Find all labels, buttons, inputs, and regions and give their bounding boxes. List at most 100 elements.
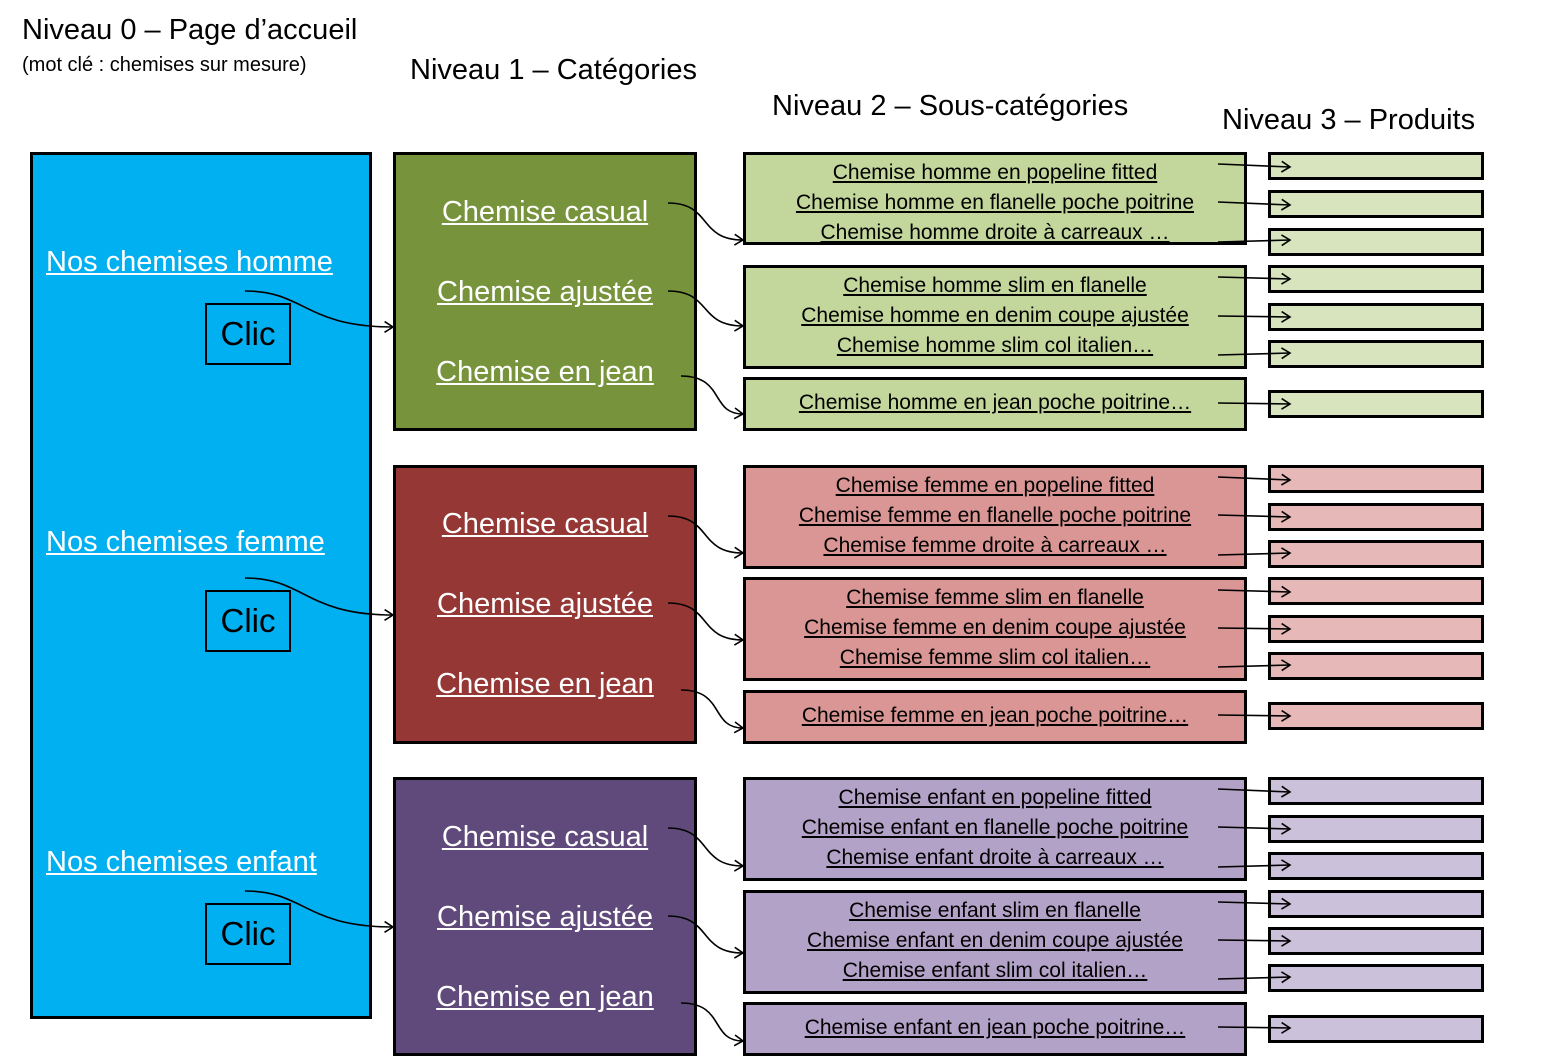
arrowhead xyxy=(1281,1021,1292,1034)
product-box-homme[interactable] xyxy=(1268,265,1484,293)
clic-box-femme: Clic xyxy=(205,590,291,652)
subcategory-link[interactable]: Chemise enfant slim col italien… xyxy=(842,959,1148,982)
arrowhead xyxy=(1281,510,1292,523)
arrow-subcategory-to-product xyxy=(1217,976,1291,980)
subcategory-link[interactable]: Chemise femme slim en flanelle xyxy=(846,586,1144,609)
subcategory-link[interactable]: Chemise femme en popeline fitted xyxy=(835,474,1155,497)
product-box-femme[interactable] xyxy=(1268,615,1484,643)
category-block-enfant xyxy=(393,777,697,1056)
subcategory-link[interactable]: Chemise homme slim en flanelle xyxy=(843,274,1147,297)
arrowhead xyxy=(1281,272,1292,285)
level2-title: Niveau 2 – Sous-catégories xyxy=(772,90,1129,122)
arrowhead xyxy=(733,946,745,959)
arrow-category-to-subcategory xyxy=(667,202,744,241)
arrowhead xyxy=(1281,859,1292,872)
home-link-femme[interactable]: Nos chemises femme xyxy=(46,526,325,558)
arrowhead xyxy=(1281,397,1292,410)
arrowhead xyxy=(1281,622,1292,635)
product-box-enfant[interactable] xyxy=(1268,927,1484,955)
subcategory-link[interactable]: Chemise homme en denim coupe ajustée xyxy=(801,304,1189,327)
category-link-homme-casual[interactable]: Chemise casual xyxy=(441,196,649,228)
arrow-subcategory-to-product xyxy=(1217,589,1291,593)
category-link-enfant-ajustee[interactable]: Chemise ajustée xyxy=(437,901,653,933)
subcategory-link[interactable]: Chemise enfant droite à carreaux … xyxy=(826,846,1164,869)
arrowhead xyxy=(1281,934,1292,947)
arrow-home-to-category xyxy=(244,290,394,328)
category-link-enfant-jean[interactable]: Chemise en jean xyxy=(436,981,654,1013)
category-link-enfant-casual[interactable]: Chemise casual xyxy=(441,821,649,853)
subcategory-link[interactable]: Chemise homme en popeline fitted xyxy=(832,161,1158,184)
level0-title: Niveau 0 – Page d’accueil xyxy=(22,14,358,46)
subcategory-block-homme-casual xyxy=(743,152,1247,245)
subcategory-link[interactable]: Chemise enfant en popeline fitted xyxy=(838,786,1152,809)
subcategory-link[interactable]: Chemise femme slim col italien… xyxy=(839,646,1151,669)
arrow-subcategory-to-product xyxy=(1217,352,1291,356)
product-box-femme[interactable] xyxy=(1268,503,1484,531)
arrowhead xyxy=(733,633,745,646)
level0-keyword-note: (mot clé : chemises sur mesure) xyxy=(22,54,307,76)
arrowhead xyxy=(733,546,745,559)
category-link-femme-casual[interactable]: Chemise casual xyxy=(441,508,649,540)
product-box-enfant[interactable] xyxy=(1268,815,1484,843)
subcategory-link[interactable]: Chemise homme droite à carreaux … xyxy=(820,221,1170,244)
subcategory-link[interactable]: Chemise homme en flanelle poche poitrine xyxy=(795,191,1195,214)
arrowhead xyxy=(1281,659,1292,672)
arrow-subcategory-to-product xyxy=(1217,276,1291,280)
category-link-homme-ajustee[interactable]: Chemise ajustée xyxy=(437,276,653,308)
home-link-enfant[interactable]: Nos chemises enfant xyxy=(46,846,317,878)
product-box-femme[interactable] xyxy=(1268,652,1484,680)
subcategory-block-homme-ajustee xyxy=(743,265,1247,369)
subcategory-block-femme-ajustee xyxy=(743,577,1247,681)
category-link-femme-ajustee[interactable]: Chemise ajustée xyxy=(437,588,653,620)
arrow-category-to-subcategory xyxy=(667,290,744,327)
subcategory-block-enfant-ajustee xyxy=(743,890,1247,994)
product-box-homme[interactable] xyxy=(1268,340,1484,368)
subcategory-link[interactable]: Chemise enfant slim en flanelle xyxy=(849,899,1141,922)
clic-box-homme: Clic xyxy=(205,303,291,365)
arrowhead xyxy=(1281,347,1292,360)
arrow-home-to-category xyxy=(244,890,394,928)
product-box-enfant[interactable] xyxy=(1268,890,1484,918)
product-box-enfant[interactable] xyxy=(1268,964,1484,992)
arrow-category-to-subcategory xyxy=(680,689,744,729)
arrowhead xyxy=(1281,971,1292,984)
arrow-category-to-subcategory xyxy=(667,602,744,641)
product-box-homme[interactable] xyxy=(1268,228,1484,256)
subcategory-link[interactable]: Chemise femme droite à carreaux … xyxy=(823,534,1167,557)
arrowhead xyxy=(1280,198,1292,211)
arrow-subcategory-to-product xyxy=(1217,201,1291,206)
subcategory-link[interactable]: Chemise femme en jean poche poitrine… xyxy=(801,704,1189,727)
arrowhead xyxy=(733,1034,745,1047)
product-box-enfant[interactable] xyxy=(1268,1015,1484,1043)
arrow-subcategory-to-product xyxy=(1217,826,1291,830)
product-box-femme[interactable] xyxy=(1268,577,1484,605)
subcategory-link[interactable]: Chemise homme en jean poche poitrine… xyxy=(798,391,1192,414)
subcategory-link[interactable]: Chemise femme en flanelle poche poitrine xyxy=(798,504,1192,527)
arrow-category-to-subcategory xyxy=(667,515,744,554)
product-box-enfant[interactable] xyxy=(1268,852,1484,880)
subcategory-link[interactable]: Chemise femme en denim coupe ajustée xyxy=(804,616,1186,639)
product-box-femme[interactable] xyxy=(1268,465,1484,493)
subcategory-block-homme-jean xyxy=(743,377,1247,431)
arrowhead xyxy=(1280,160,1292,173)
subcategory-block-enfant-casual xyxy=(743,777,1247,881)
product-box-femme[interactable] xyxy=(1268,702,1484,730)
subcategory-link[interactable]: Chemise enfant en denim coupe ajustée xyxy=(807,929,1183,952)
arrowhead xyxy=(1281,310,1292,323)
product-box-enfant[interactable] xyxy=(1268,777,1484,805)
arrow-category-to-subcategory xyxy=(667,915,744,954)
arrowhead xyxy=(1280,473,1292,486)
subcategory-link[interactable]: Chemise enfant en flanelle poche poitrin… xyxy=(801,816,1189,839)
arrowhead xyxy=(1280,785,1292,798)
arrow-subcategory-to-product xyxy=(1217,788,1291,793)
subcategory-link[interactable]: Chemise homme slim col italien… xyxy=(836,334,1154,357)
clic-box-enfant: Clic xyxy=(205,903,291,965)
subcategory-link[interactable]: Chemise enfant en jean poche poitrine… xyxy=(804,1016,1186,1039)
category-link-femme-jean[interactable]: Chemise en jean xyxy=(436,668,654,700)
arrowhead xyxy=(1281,897,1292,910)
arrowhead xyxy=(1281,585,1292,598)
category-link-homme-jean[interactable]: Chemise en jean xyxy=(436,356,654,388)
arrow-subcategory-to-product xyxy=(1217,476,1291,481)
product-box-homme[interactable] xyxy=(1268,190,1484,218)
home-link-homme[interactable]: Nos chemises homme xyxy=(46,246,333,278)
